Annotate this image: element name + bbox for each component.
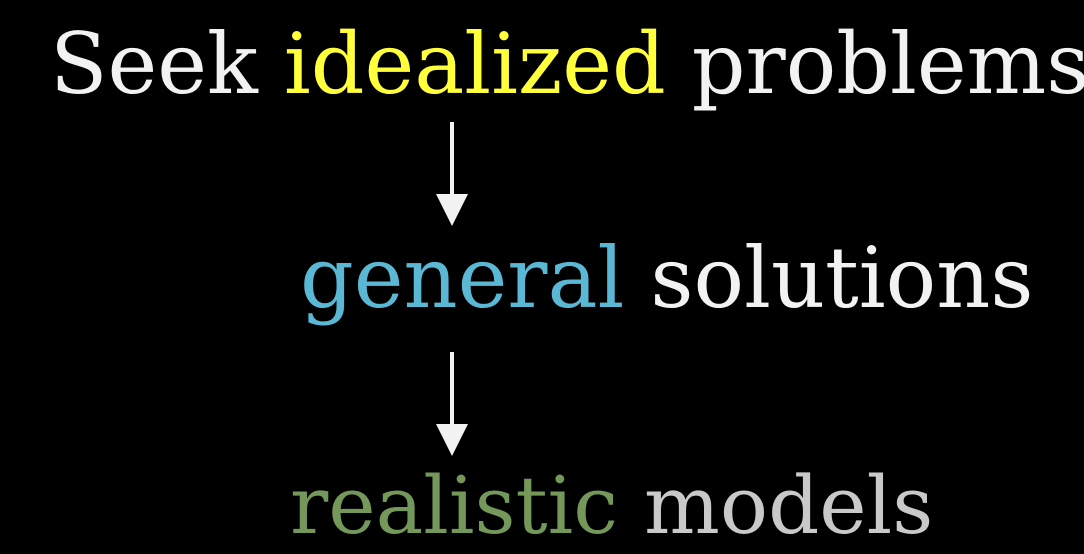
- arrow-down-icon: [436, 122, 468, 226]
- word-general: general: [300, 229, 625, 327]
- word-problems: problems: [691, 15, 1084, 113]
- word-seek: Seek: [50, 15, 258, 113]
- word-realistic: realistic: [290, 459, 619, 552]
- word-models: models: [644, 459, 934, 552]
- word-idealized: idealized: [283, 15, 666, 113]
- arrow-down-icon: [436, 352, 468, 456]
- word-solutions: solutions: [650, 229, 1034, 327]
